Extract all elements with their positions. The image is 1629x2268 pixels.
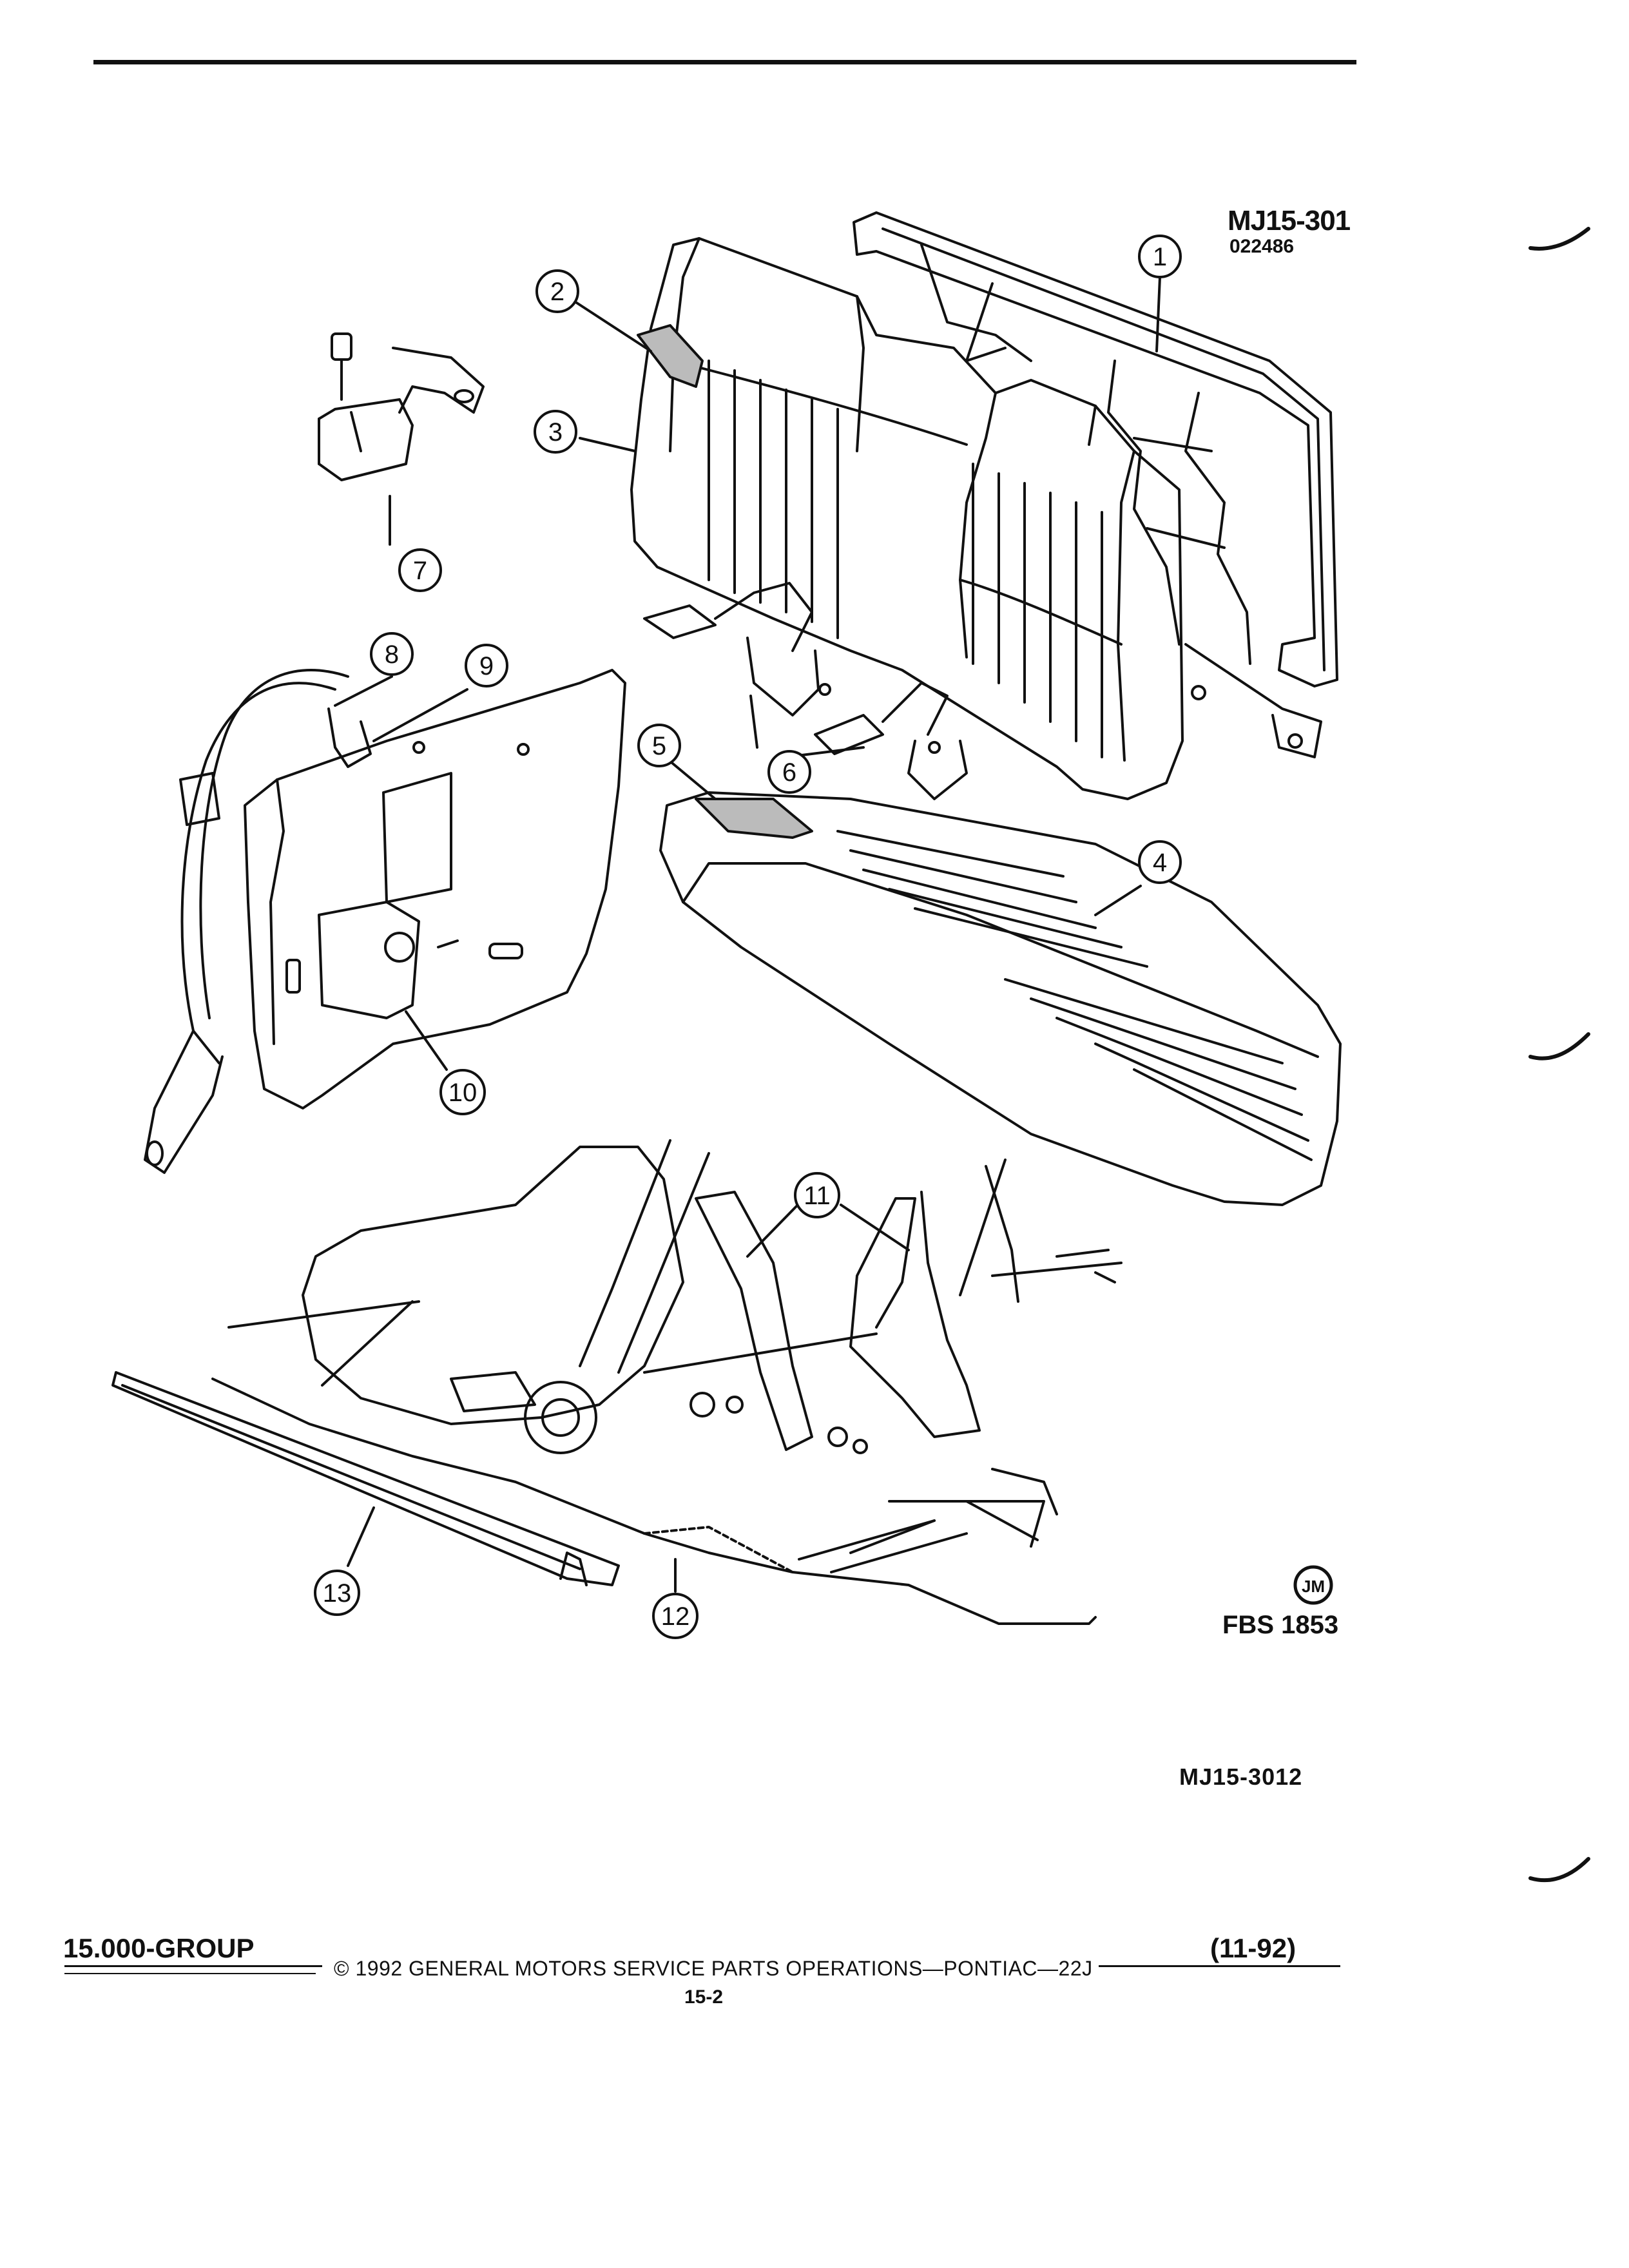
carpet-floor-drawing [211,1300,1097,1625]
buckle-straps-drawing [643,582,968,800]
margin-marks [1528,227,1590,1883]
sill-plate-drawing [111,1371,620,1586]
figure-id: FBS 1853 [1222,1611,1339,1639]
callout-2-label: 2 [550,278,564,306]
callout-9: 9 [465,644,508,687]
callout-11-label: 11 [804,1182,831,1210]
footer-revision: (11-92) [1210,1933,1296,1963]
top-rule [93,60,1356,64]
footer-rule-right [1099,1965,1340,1967]
callout-5: 5 [637,724,681,767]
footer-rule-underline [64,1973,316,1974]
jm-logo-text: JM [1302,1577,1325,1596]
back-hog-ring-patch [637,324,704,388]
callout-5-label: 5 [652,732,666,760]
callout-9-label: 9 [479,652,494,680]
callout-7-label: 7 [413,557,427,585]
seat-back-frame-drawing [853,211,1338,758]
callout-2: 2 [535,269,579,313]
callout-8-label: 8 [385,640,399,669]
callout-3-label: 3 [548,418,563,447]
callout-8: 8 [370,632,414,676]
footer-rule-left [64,1965,322,1967]
callout-6: 6 [767,750,811,794]
shoulder-belt-and-trim-drawing [144,669,626,1174]
figure-date: 022486 [1229,236,1295,257]
callout-13: 13 [314,1570,360,1616]
callout-1-label: 1 [1153,243,1167,271]
callout-7: 7 [398,548,442,592]
jm-logo: JM [1293,1565,1333,1605]
callout-10: 10 [439,1069,486,1115]
callout-13-label: 13 [323,1579,352,1608]
figure-code-bottom: MJ15-3012 [1179,1763,1303,1790]
callout-11: 11 [794,1172,840,1218]
footer-copyright: © 1992 GENERAL MOTORS SERVICE PARTS OPER… [334,1957,1093,1980]
seat-cushion-drawing [659,791,1342,1206]
footer-group: 15.000-GROUP [63,1933,255,1963]
anchor-bracket-drawing [318,332,485,481]
leader-lines [334,276,1161,1593]
callout-3: 3 [534,410,577,454]
callout-4: 4 [1138,840,1182,884]
callout-12: 12 [652,1593,699,1639]
callout-12-label: 12 [661,1602,690,1631]
callout-10-label: 10 [448,1079,477,1107]
front-seat-assembly-drawing [302,1139,1123,1454]
footer-page-number: 15-2 [684,1986,724,2008]
cushion-hog-ring-patch [695,798,813,839]
callout-1: 1 [1138,235,1182,278]
callout-4-label: 4 [1153,849,1167,877]
seat-back-cushion-drawing [630,237,1184,800]
figure-code-top: MJ15-301 [1228,205,1351,236]
callout-6-label: 6 [782,758,796,787]
